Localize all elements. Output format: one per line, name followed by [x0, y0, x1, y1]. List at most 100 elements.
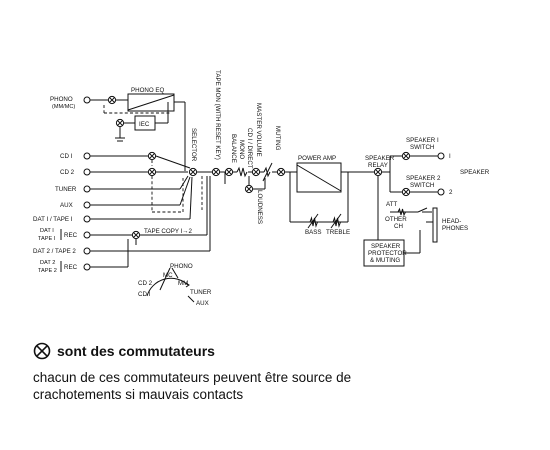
tape-copy-switch-icon: [131, 230, 141, 240]
cd1-input: CD I: [60, 152, 91, 160]
cd2-jack-icon: [83, 168, 91, 176]
tape-copy-label: TAPE COPY I→2: [144, 228, 192, 235]
protector-label-3: & MUTING: [370, 257, 400, 264]
iec-switch-icon: [115, 118, 125, 128]
cd1-jack-icon: [83, 152, 91, 160]
dat1-tape1-input: DAT I / TAPE I: [33, 215, 91, 223]
cd2-label: CD 2: [60, 169, 75, 176]
circled-x-switch-icon: [33, 342, 51, 360]
dat2-tape2-input: DAT 2 / TAPE 2: [33, 247, 91, 255]
note-line-1: chacun de ces commutateurs peuvent être …: [33, 370, 352, 385]
protector-label-2: PROTECTOR: [368, 250, 407, 257]
bass-label: BASS: [305, 229, 322, 236]
aux-input: AUX: [60, 201, 91, 209]
speaker1-out-jack-icon: [437, 152, 445, 160]
loudness-label: LOUDNESS: [256, 190, 263, 224]
tuner-label: TUNER: [55, 186, 77, 193]
phono-eq-label: PHONO EQ: [131, 87, 165, 94]
speaker-output-section: SPEAKER RELAY I SPEAKER I SWITCH 2 SPEAK…: [363, 137, 490, 267]
cd-direct-label: CD I / DIRECT: [246, 128, 253, 169]
loudness-section: [201, 172, 266, 210]
selector-label: SELECTOR: [190, 128, 197, 162]
tape-mon-switch-icon: [211, 167, 221, 177]
cd1-label: CD I: [60, 153, 73, 160]
dat1-label: DAT I / TAPE I: [33, 216, 73, 223]
att-label: ATT: [386, 201, 397, 208]
power-amp-label: POWER AMP: [298, 155, 336, 162]
dat2-rec-jack-icon: [83, 263, 91, 271]
phono-input: PHONO (MM/MC): [50, 96, 91, 110]
speaker2-switch-label: SPEAKER 2: [406, 175, 441, 182]
dat1-rec-jack-icon: [83, 231, 91, 239]
cd2-select-switch-icon: [147, 167, 157, 177]
iec-label: IEC: [139, 121, 150, 128]
tape-copy-section: TAPE COPY I→2: [90, 176, 211, 268]
speaker2-switch-label-2: SWITCH: [410, 182, 434, 189]
aux-label: AUX: [60, 202, 73, 209]
headphone-jack-icon: [432, 207, 438, 243]
rotary-phono-label: PHONO: [170, 263, 193, 270]
rotary-selector-detail: PHONO MC MM CD 2 TUNER CD I AUX: [138, 263, 212, 307]
headphones-label: HEAD-: [442, 218, 461, 225]
note-line-2: crachotements si mauvais contacts: [33, 387, 244, 402]
rotary-mc-label: MC: [163, 272, 173, 279]
dat1-rec-label: DAT I: [40, 228, 54, 234]
dat1-jack-icon: [83, 215, 91, 223]
input-wiring: [90, 151, 193, 220]
cd2-input: CD 2: [60, 168, 91, 176]
selector-switch-icon: [188, 167, 198, 177]
cd-direct-switch-icon: [251, 167, 261, 177]
dat2-rec-label: DAT 2: [40, 260, 55, 266]
rotary-mm-label: MM: [178, 280, 188, 287]
audio-amplifier-block-diagram: PHONO (MM/MC) CD I CD 2 TUNER AUX DAT I …: [33, 70, 490, 307]
speaker-label: SPEAKER: [460, 169, 490, 176]
balance-switch-icon: [224, 167, 234, 177]
dat1-rec-word: REC: [64, 232, 78, 239]
power-amp-block: [296, 162, 342, 193]
muting-label: MUTING: [274, 126, 281, 151]
cd1-select-switch-icon: [147, 151, 157, 161]
rotary-aux-label: AUX: [196, 300, 209, 307]
speaker-relay-label-2: RELAY: [368, 162, 388, 169]
phono-mm-mc-switch-icon: [107, 95, 117, 105]
rotary-cd1-label: CD I: [138, 291, 151, 298]
tuner-input: TUNER: [55, 185, 91, 193]
tape-mon-label: TAPE MON (WITH RESET KEY): [214, 70, 221, 160]
other-ch-label: OTHER: [385, 216, 407, 223]
treble-label: TREBLE: [326, 229, 350, 236]
speaker2-out-jack-icon: [437, 188, 445, 196]
dat2-jack-icon: [83, 247, 91, 255]
speaker1-switch-label: SPEAKER I: [406, 137, 439, 144]
phono-eq-section: PHONO EQ IEC: [90, 87, 186, 171]
muting-switch-icon: [276, 167, 286, 177]
note: chacun de ces commutateurs peuvent être …: [33, 369, 351, 403]
dat2-rec-word: REC: [64, 264, 78, 271]
master-volume-label: MASTER VOLUME: [255, 103, 262, 157]
speaker-relay-switch-icon: [373, 167, 383, 177]
aux-jack-icon: [83, 201, 91, 209]
ch-label: CH: [394, 223, 403, 230]
phono-jack-icon: [83, 96, 91, 104]
protector-label-1: SPEAKER: [371, 243, 401, 250]
legend: sont des commutateurs: [33, 340, 215, 362]
speaker1-switch-label-2: SWITCH: [410, 144, 434, 151]
dat2-rec-output: DAT 2 TAPE 2 REC: [38, 260, 91, 274]
dat2-label: DAT 2 / TAPE 2: [33, 248, 76, 255]
rotary-tuner-label: TUNER: [190, 289, 212, 296]
speaker1-switch-icon: [401, 151, 411, 161]
out1-label: I: [449, 153, 451, 160]
phono-sub-label: (MM/MC): [52, 104, 75, 110]
loudness-switch-icon: [244, 184, 254, 194]
balance-label: BALANCE: [230, 134, 237, 163]
phono-label: PHONO: [50, 96, 73, 103]
tape1-rec-label: TAPE I: [38, 236, 56, 242]
tape2-rec-label: TAPE 2: [38, 268, 57, 274]
tuner-jack-icon: [83, 185, 91, 193]
speaker2-switch-icon: [401, 187, 411, 197]
dat1-rec-output: DAT I TAPE I REC: [38, 228, 91, 242]
legend-text: sont des commutateurs: [57, 343, 215, 359]
headphones-label-2: PHONES: [442, 225, 468, 232]
speaker-relay-label: SPEAKER: [365, 155, 395, 162]
rotary-cd2-label: CD 2: [138, 280, 153, 287]
power-amp-section: POWER AMP BASS TREBLE: [289, 155, 374, 236]
